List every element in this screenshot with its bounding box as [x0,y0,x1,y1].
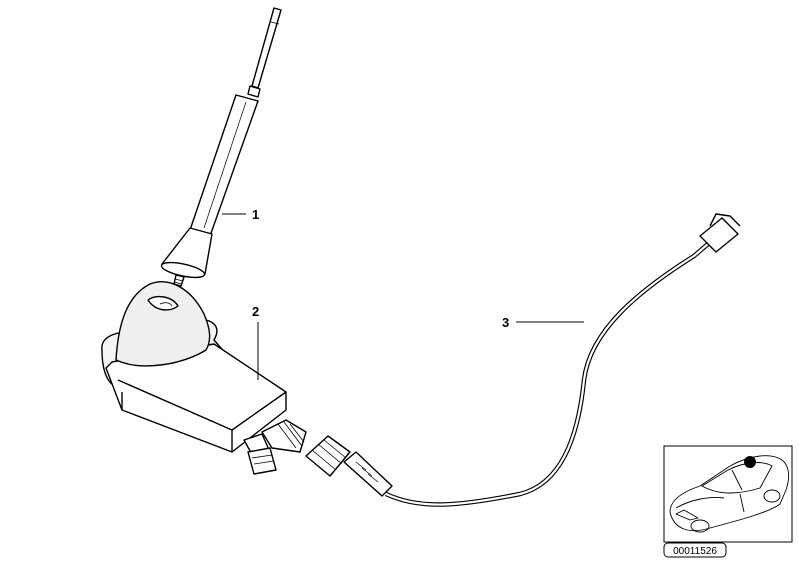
callout-2: 2 [252,304,259,319]
callout-3: 3 [502,315,509,330]
car-outline-icon [669,455,790,533]
antenna-base-amplifier [101,281,307,475]
antenna-cable [305,213,741,507]
reference-code-box: 00011526 [663,542,727,558]
vehicle-locator-inset [663,445,793,543]
location-marker-icon [744,456,756,468]
leader-lines [222,213,584,380]
reference-code: 00011526 [673,546,717,557]
antenna-rod [160,7,282,287]
callout-1: 1 [252,207,259,222]
